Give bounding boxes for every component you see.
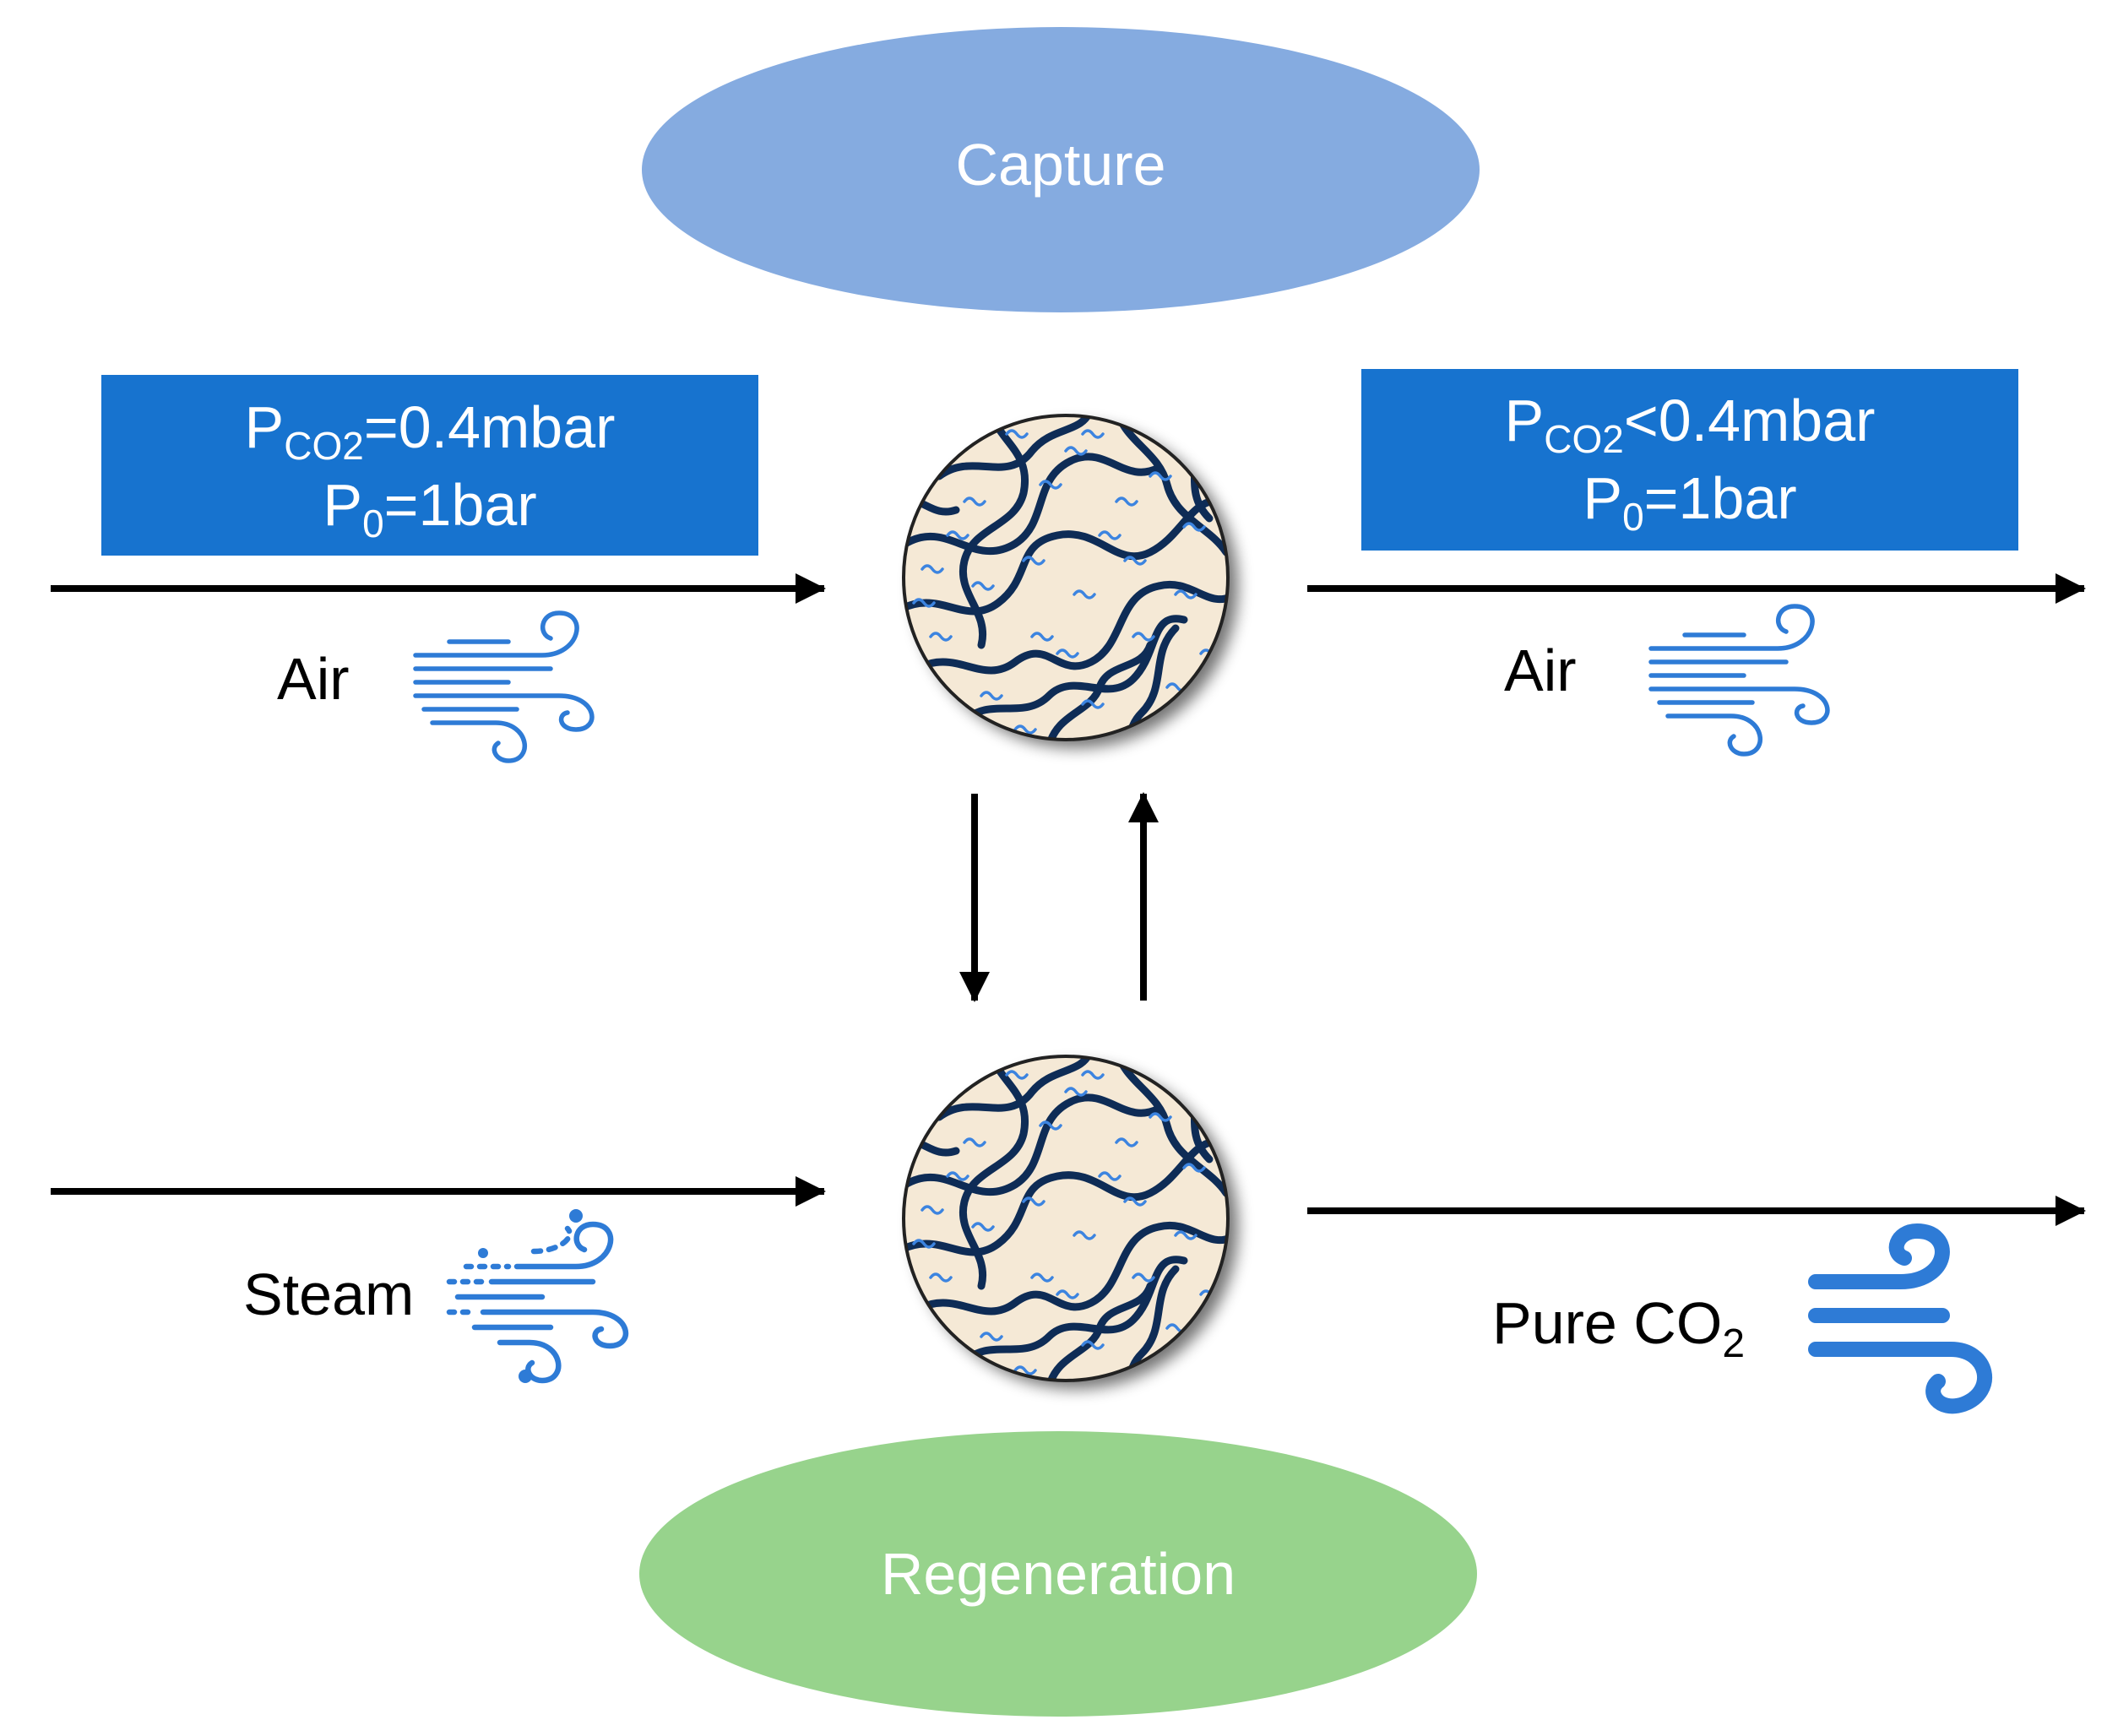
co2-outlet-label: Pure CO2	[1492, 1290, 1745, 1366]
outlet-pressure-line1: PCO2<0.4mbar	[1505, 388, 1876, 461]
regeneration-label: Regeneration	[881, 1541, 1236, 1607]
regeneration-ellipse	[639, 1431, 1477, 1717]
inlet-box-background	[101, 375, 758, 556]
inlet-conditions-box: PCO2=0.4mbar P0=1bar	[101, 375, 758, 556]
air-inlet-label: Air	[277, 646, 350, 712]
steam-inlet-label: Steam	[243, 1261, 414, 1327]
air-outlet-label: Air	[1504, 637, 1577, 703]
bold-wind-icon	[1808, 1223, 1993, 1414]
capture-label: Capture	[955, 132, 1165, 198]
outlet-box-background	[1361, 369, 2018, 551]
sorbent-particle-regeneration	[902, 1055, 1230, 1382]
regeneration-stage: Regeneration	[639, 1431, 1477, 1717]
wind-icon	[415, 613, 592, 761]
inlet-pressure-line2: P0=1bar	[323, 472, 536, 545]
sorbent-particle-capture	[902, 414, 1230, 741]
wind-icon	[1651, 606, 1827, 754]
steam-icon	[446, 1209, 628, 1384]
outlet-conditions-box: PCO2<0.4mbar P0=1bar	[1361, 369, 2018, 551]
inlet-pressure-line1: PCO2=0.4mbar	[245, 394, 616, 468]
capture-ellipse	[642, 27, 1480, 312]
capture-stage: Capture	[642, 27, 1480, 312]
outlet-pressure-line2: P0=1bar	[1583, 465, 1796, 539]
